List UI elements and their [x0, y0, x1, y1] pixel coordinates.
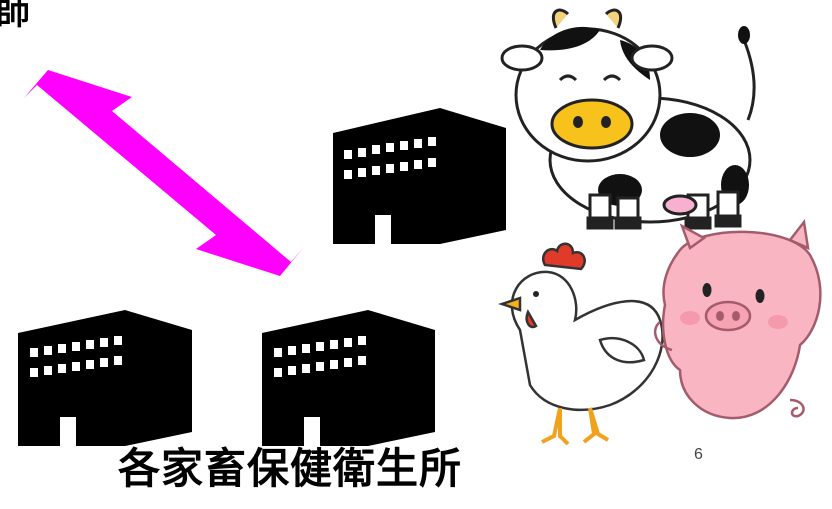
caption-livestock-health-centers: 各家畜保健衛生所 [118, 444, 463, 493]
office-building-icon-center [262, 310, 435, 446]
page-number: 6 [694, 446, 703, 463]
office-building-icon-top [333, 108, 506, 244]
pig-illustration [653, 218, 822, 420]
top-left-text: 師 [0, 0, 30, 33]
cow-illustration [500, 8, 756, 230]
office-building-icon-left [18, 310, 192, 446]
double-headed-arrow [24, 70, 304, 276]
chicken-illustration [498, 242, 664, 446]
